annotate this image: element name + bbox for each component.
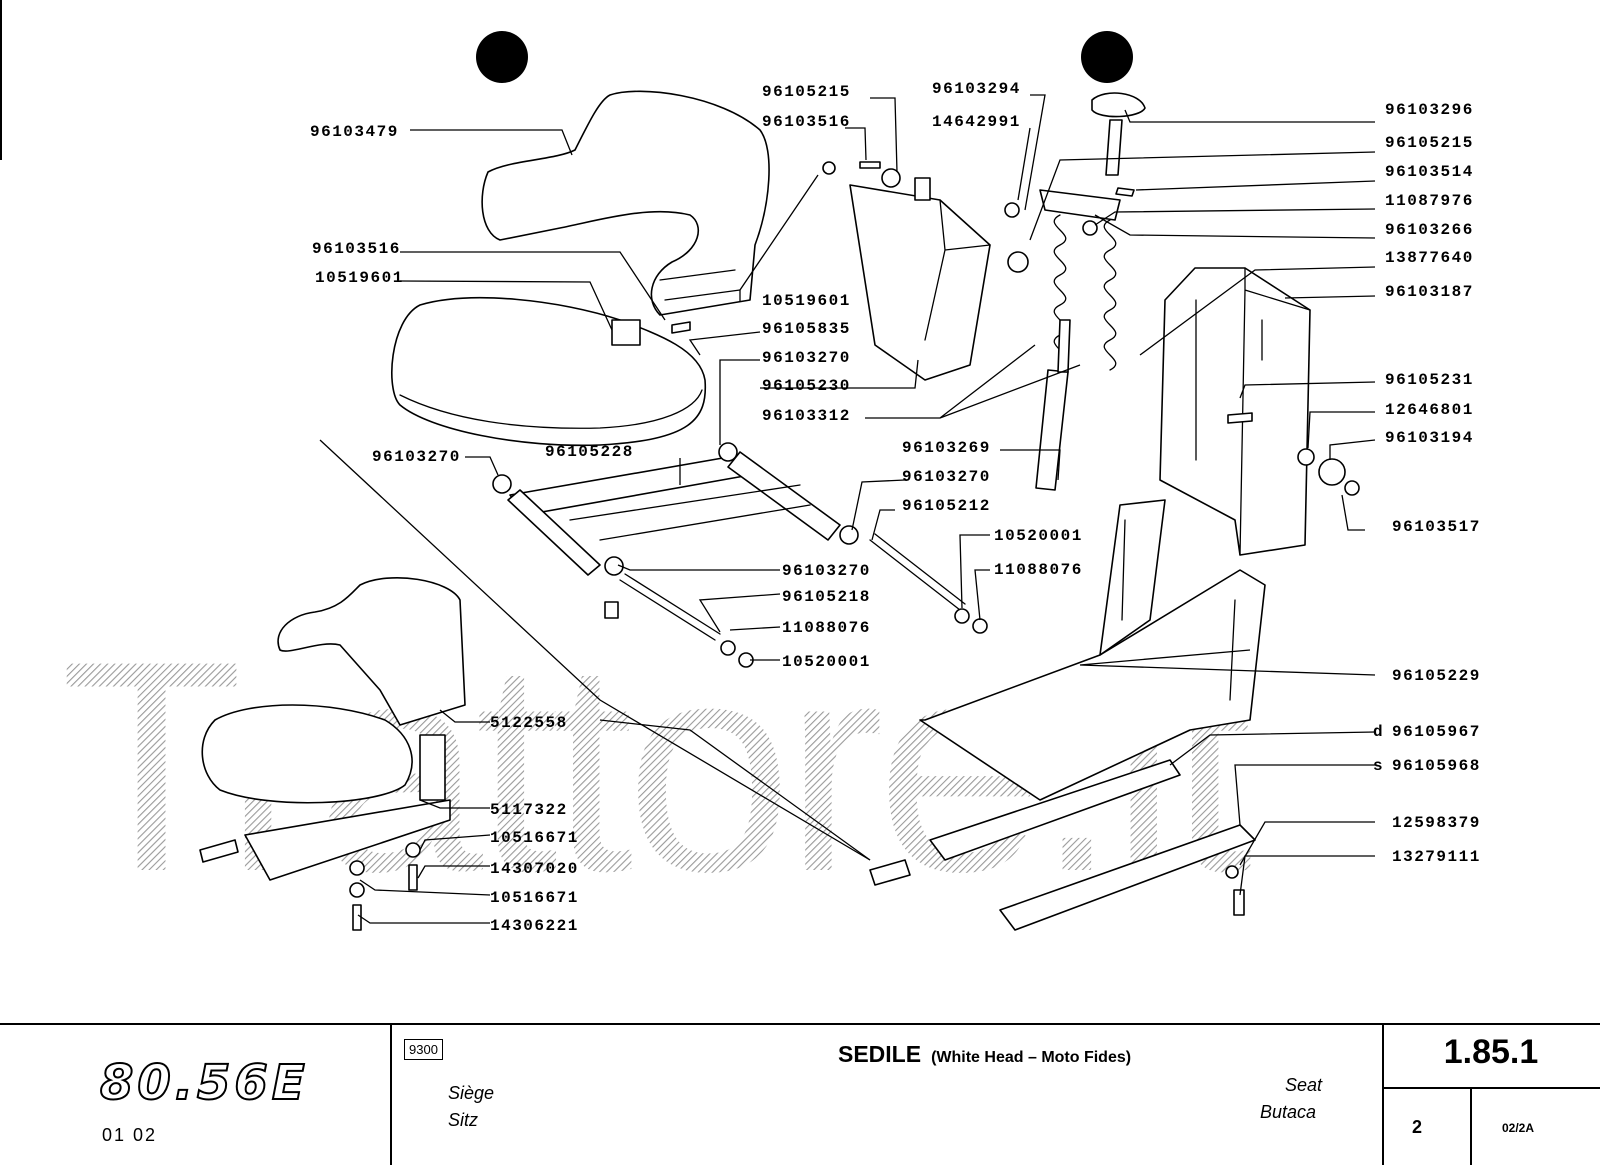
part-label: 11088076 bbox=[782, 619, 871, 637]
part-label: 96103270 bbox=[762, 349, 851, 367]
model-logo: 80.56E bbox=[99, 1054, 309, 1112]
part-label: 96103269 bbox=[902, 439, 991, 457]
part-label: 96103296 bbox=[1385, 101, 1474, 119]
seat-base-part bbox=[919, 499, 1266, 801]
title-text: SEDILE bbox=[838, 1041, 922, 1067]
part-label: 96105228 bbox=[545, 443, 634, 461]
model-sub: 01 02 bbox=[102, 1125, 158, 1145]
part-label: 96105231 bbox=[1385, 371, 1474, 389]
part-label: 96105968 bbox=[1392, 757, 1481, 775]
rail-fasteners bbox=[1225, 865, 1245, 916]
part-label: 96103312 bbox=[762, 407, 851, 425]
part-label: 10519601 bbox=[315, 269, 404, 287]
model-cell: 80.56E 01 02 bbox=[0, 1025, 392, 1165]
part-label: 96105835 bbox=[762, 320, 851, 338]
part-label: s bbox=[1373, 757, 1384, 775]
part-label: 96103270 bbox=[372, 448, 461, 466]
leader-lines bbox=[357, 94, 1376, 924]
shock-absorber-part bbox=[1035, 319, 1071, 491]
seat-bolt-part bbox=[671, 321, 691, 334]
part-label: 96103266 bbox=[1385, 221, 1474, 239]
reference-number: 1.85.1 bbox=[1443, 1033, 1539, 1071]
part-label: 96105229 bbox=[1392, 667, 1481, 685]
separator-line-1 bbox=[319, 439, 871, 861]
revision: 02/2A bbox=[1502, 1121, 1535, 1135]
knob-part bbox=[1091, 92, 1146, 176]
part-label: 14642991 bbox=[932, 113, 1021, 131]
part-label: 13279111 bbox=[1392, 848, 1481, 866]
part-label: 96103270 bbox=[782, 562, 871, 580]
upright-frame-part bbox=[1159, 267, 1311, 556]
part-label: 14306221 bbox=[490, 917, 579, 935]
part-label: 14307020 bbox=[490, 860, 579, 878]
part-label: 11088076 bbox=[994, 561, 1083, 579]
reference-cell: 1.85.1 2 02/2A bbox=[1382, 1025, 1600, 1165]
page-number: 2 bbox=[1412, 1117, 1423, 1137]
part-label: 5122558 bbox=[490, 714, 568, 732]
registration-dot-left bbox=[476, 31, 528, 83]
page-title: SEDILE (White Head – Moto Fides) bbox=[838, 1041, 1131, 1068]
part-label: 96103516 bbox=[762, 113, 851, 131]
assembled-seat-part bbox=[199, 577, 466, 931]
part-label: 96105215 bbox=[1385, 134, 1474, 152]
part-label: 96105218 bbox=[782, 588, 871, 606]
part-label: 96103294 bbox=[932, 80, 1021, 98]
title-german: Sitz bbox=[448, 1110, 479, 1130]
part-label: 12598379 bbox=[1392, 814, 1481, 832]
reference-vdivider bbox=[1470, 1087, 1472, 1165]
part-label: 96103270 bbox=[902, 468, 991, 486]
part-label: 96105230 bbox=[762, 377, 851, 395]
springs-part bbox=[1004, 189, 1121, 371]
part-label: 11087976 bbox=[1385, 192, 1474, 210]
title-french: Siège bbox=[448, 1083, 495, 1103]
part-label: 96105967 bbox=[1392, 723, 1481, 741]
part-label: 96103517 bbox=[1392, 518, 1481, 536]
part-label: 96103194 bbox=[1385, 429, 1474, 447]
title-block: 80.56E 01 02 9300 SEDILE (White Head – Mo… bbox=[0, 1023, 1600, 1165]
seat-cushion-part bbox=[391, 296, 707, 447]
part-label: 96103514 bbox=[1385, 163, 1474, 181]
right-fasteners bbox=[1297, 448, 1360, 496]
part-label: 96103516 bbox=[312, 240, 401, 258]
part-label: 96103479 bbox=[310, 123, 399, 141]
backrest-part bbox=[481, 90, 770, 316]
title-spanish: Butaca bbox=[1260, 1102, 1317, 1122]
part-label: 10520001 bbox=[782, 653, 871, 671]
part-label: 10519601 bbox=[762, 292, 851, 310]
part-label: 13877640 bbox=[1385, 249, 1474, 267]
part-label: d bbox=[1373, 723, 1384, 741]
reference-divider bbox=[1382, 1087, 1600, 1089]
tube-frame-part bbox=[492, 442, 859, 576]
part-label: 96103187 bbox=[1385, 283, 1474, 301]
part-number-labels: 96105215 96103294 96103516 14642991 9610… bbox=[310, 80, 1481, 935]
small-pin-part bbox=[1115, 187, 1135, 197]
part-label: 96105215 bbox=[762, 83, 851, 101]
suspension-bracket-part bbox=[822, 161, 991, 381]
title-subtitle: (White Head – Moto Fides) bbox=[931, 1049, 1132, 1066]
group-code: 9300 bbox=[404, 1039, 443, 1060]
part-label: 5117322 bbox=[490, 801, 568, 819]
rods-part bbox=[604, 533, 988, 668]
seat-bracket-part bbox=[611, 319, 641, 346]
slide-rail-d-part bbox=[869, 759, 1181, 886]
title-english: Seat bbox=[1285, 1075, 1323, 1095]
part-label: 10520001 bbox=[994, 527, 1083, 545]
part-label: 10516671 bbox=[490, 889, 579, 907]
part-label: 10516671 bbox=[490, 829, 579, 847]
title-cell: 9300 SEDILE (White Head – Moto Fides) Siè… bbox=[390, 1025, 1384, 1165]
part-label: 96105212 bbox=[902, 497, 991, 515]
registration-dot-right bbox=[1081, 31, 1133, 83]
part-label: 12646801 bbox=[1385, 401, 1474, 419]
separator-line-2 bbox=[599, 719, 871, 861]
